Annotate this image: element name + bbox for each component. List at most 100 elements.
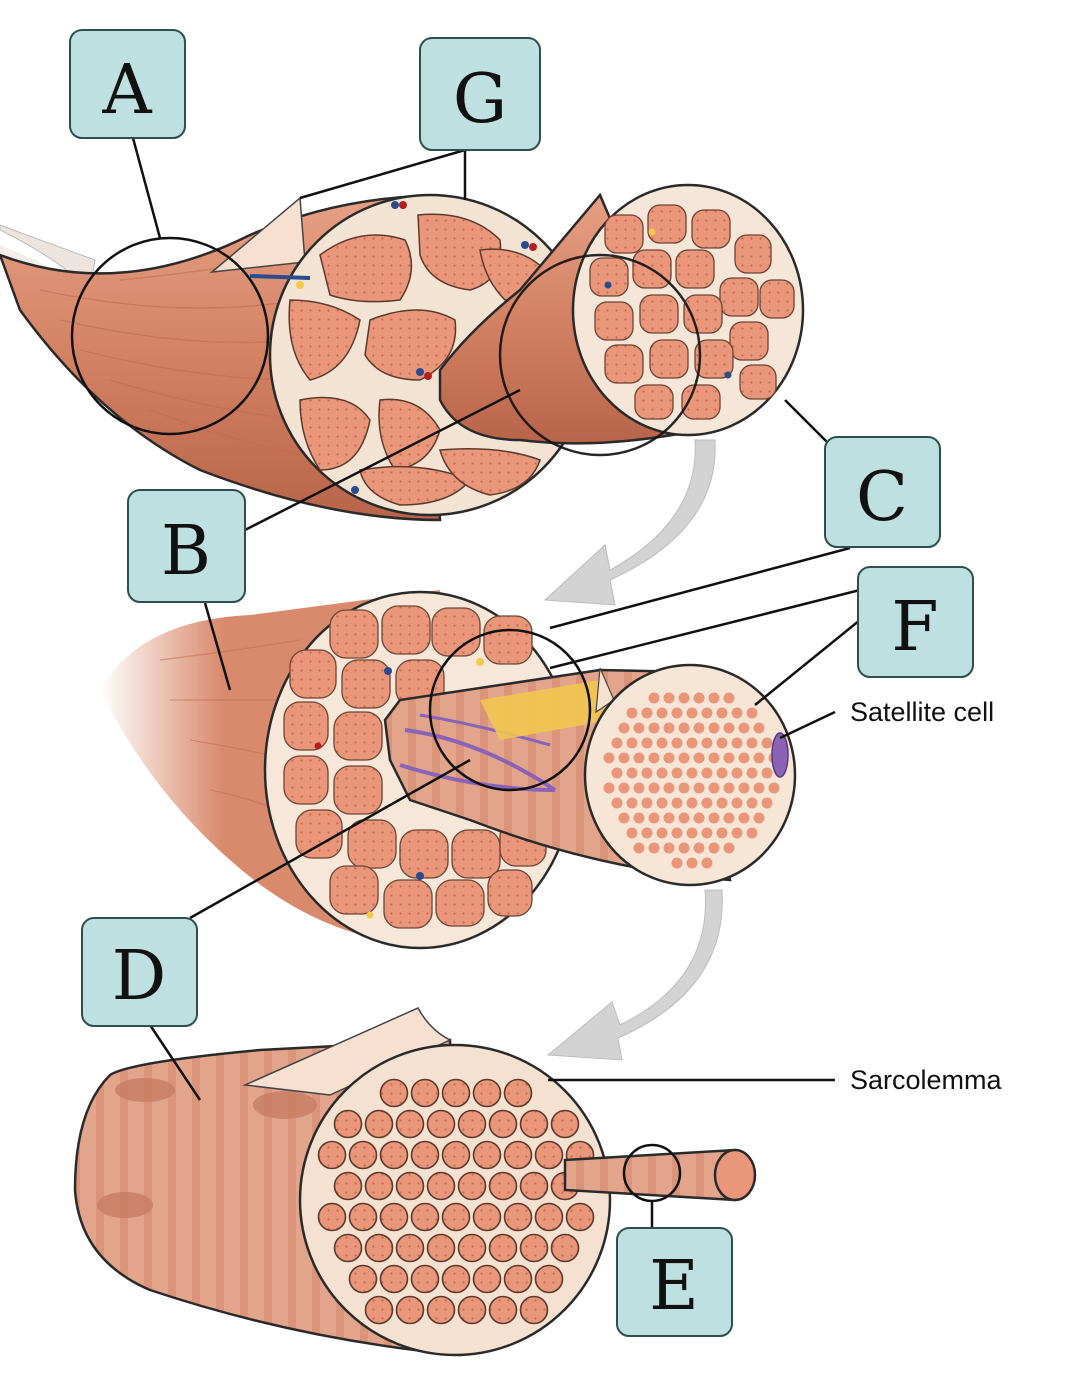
myofibril-dot bbox=[761, 767, 773, 779]
myofibril-cross-section bbox=[550, 1109, 580, 1139]
myofibril-dot bbox=[611, 737, 623, 749]
label-box-b: B bbox=[127, 489, 246, 603]
myofibril-dot bbox=[746, 827, 758, 839]
myofibril-dot bbox=[678, 752, 690, 764]
myofibril-dot bbox=[738, 752, 750, 764]
myofibril-dot bbox=[708, 842, 720, 854]
myofibril-cross-section bbox=[519, 1233, 549, 1263]
myofibril-dot bbox=[663, 812, 675, 824]
myofibril-cross-section bbox=[348, 1264, 378, 1294]
myofibril-dot bbox=[671, 797, 683, 809]
myofibril-dot bbox=[701, 857, 713, 869]
myofibril-cross-section bbox=[488, 1295, 518, 1325]
myofibril-dot bbox=[678, 812, 690, 824]
label-d: D bbox=[112, 937, 167, 1016]
myofibril-cross-section bbox=[534, 1264, 564, 1294]
myofibril-dot bbox=[693, 752, 705, 764]
myofibril-dot bbox=[626, 767, 638, 779]
myofibril-dot bbox=[656, 827, 668, 839]
myofibril-dot bbox=[701, 737, 713, 749]
myofibril-dot bbox=[641, 797, 653, 809]
myofibril-dot bbox=[618, 722, 630, 734]
myofibril-cross-section bbox=[503, 1078, 533, 1108]
label-box-d: D bbox=[81, 917, 198, 1027]
myofibril-dots bbox=[603, 692, 780, 869]
myofibril-cross-section bbox=[519, 1295, 549, 1325]
myofibril-cross-section bbox=[364, 1109, 394, 1139]
myofibril-dot bbox=[723, 842, 735, 854]
myofibril-cross-section bbox=[441, 1140, 471, 1170]
myofibril-cross-section bbox=[519, 1171, 549, 1201]
myofibril-dot bbox=[626, 737, 638, 749]
myofibril-dot bbox=[693, 812, 705, 824]
muscle-fiber bbox=[73, 1007, 757, 1357]
myofibril-dot bbox=[663, 752, 675, 764]
label-b: B bbox=[161, 512, 211, 591]
label-g: G bbox=[453, 60, 507, 139]
myofibril-dot bbox=[746, 797, 758, 809]
myofibril-dot bbox=[671, 737, 683, 749]
whole-muscle bbox=[0, 183, 805, 522]
label-e: E bbox=[649, 1247, 699, 1326]
myofibril-dot bbox=[671, 857, 683, 869]
myofibril-cross-section bbox=[379, 1140, 409, 1170]
myofibril-cross-section bbox=[348, 1202, 378, 1232]
myofibril-dot bbox=[693, 842, 705, 854]
sarcolemma-label: Sarcolemma bbox=[850, 1065, 1003, 1095]
myofibril-cross-section bbox=[348, 1140, 378, 1170]
myofibril-dot bbox=[626, 707, 638, 719]
myofibril-dot bbox=[663, 842, 675, 854]
myofibril-dot bbox=[641, 737, 653, 749]
myofibril-dot bbox=[656, 737, 668, 749]
myofibril-cross-section bbox=[333, 1233, 363, 1263]
myofibril-dot bbox=[746, 707, 758, 719]
myofibril-dot bbox=[753, 782, 765, 794]
myofibril-dot bbox=[693, 782, 705, 794]
myofibril-cross-section bbox=[503, 1264, 533, 1294]
myofibril-cross-section bbox=[410, 1078, 440, 1108]
myofibril-dot bbox=[618, 782, 630, 794]
myofibril-cross-section bbox=[379, 1264, 409, 1294]
myofibril-cross-section bbox=[550, 1233, 580, 1263]
myofibril-dot bbox=[701, 707, 713, 719]
myofibril-cross-section bbox=[472, 1202, 502, 1232]
myofibril-dot bbox=[656, 767, 668, 779]
myofibril-cross-section bbox=[441, 1202, 471, 1232]
label-box-e: E bbox=[616, 1227, 733, 1337]
myofibril-dot bbox=[716, 767, 728, 779]
myofibril-cross-section bbox=[488, 1233, 518, 1263]
fascicle bbox=[100, 590, 797, 950]
myofibril-dot bbox=[663, 692, 675, 704]
myofibril-dot bbox=[648, 842, 660, 854]
myofibril-dot bbox=[611, 767, 623, 779]
myofibril-dot bbox=[656, 797, 668, 809]
myofibril-dot bbox=[708, 782, 720, 794]
myofibril-dot bbox=[678, 842, 690, 854]
myofibril-cross-section bbox=[317, 1202, 347, 1232]
myofibril-dot bbox=[701, 767, 713, 779]
myofibril-dot bbox=[633, 812, 645, 824]
myofibril-dot bbox=[656, 707, 668, 719]
myofibril-cross-section bbox=[457, 1233, 487, 1263]
zoom-arrow-1 bbox=[543, 439, 716, 606]
myofibril-dot bbox=[738, 812, 750, 824]
myofibril-dot bbox=[731, 707, 743, 719]
myofibril-cross-section bbox=[364, 1295, 394, 1325]
myofibril-cross-section bbox=[534, 1140, 564, 1170]
myofibril-dot bbox=[671, 827, 683, 839]
zoom-arrow-2 bbox=[546, 889, 723, 1061]
myofibril-cross-section bbox=[441, 1078, 471, 1108]
myofibril-dot bbox=[746, 737, 758, 749]
myofibril-cross-section bbox=[488, 1109, 518, 1139]
myofibril-cross-section bbox=[565, 1202, 595, 1232]
myofibril-dot bbox=[738, 782, 750, 794]
myofibril-cross-section bbox=[426, 1109, 456, 1139]
myofibril-dot bbox=[716, 737, 728, 749]
myofibril-dot bbox=[731, 767, 743, 779]
myofibril-dot bbox=[641, 827, 653, 839]
myofibril-cross-section bbox=[364, 1233, 394, 1263]
myofibril-cross-section bbox=[441, 1264, 471, 1294]
myofibril-dot bbox=[723, 812, 735, 824]
myofibril-dot bbox=[641, 767, 653, 779]
